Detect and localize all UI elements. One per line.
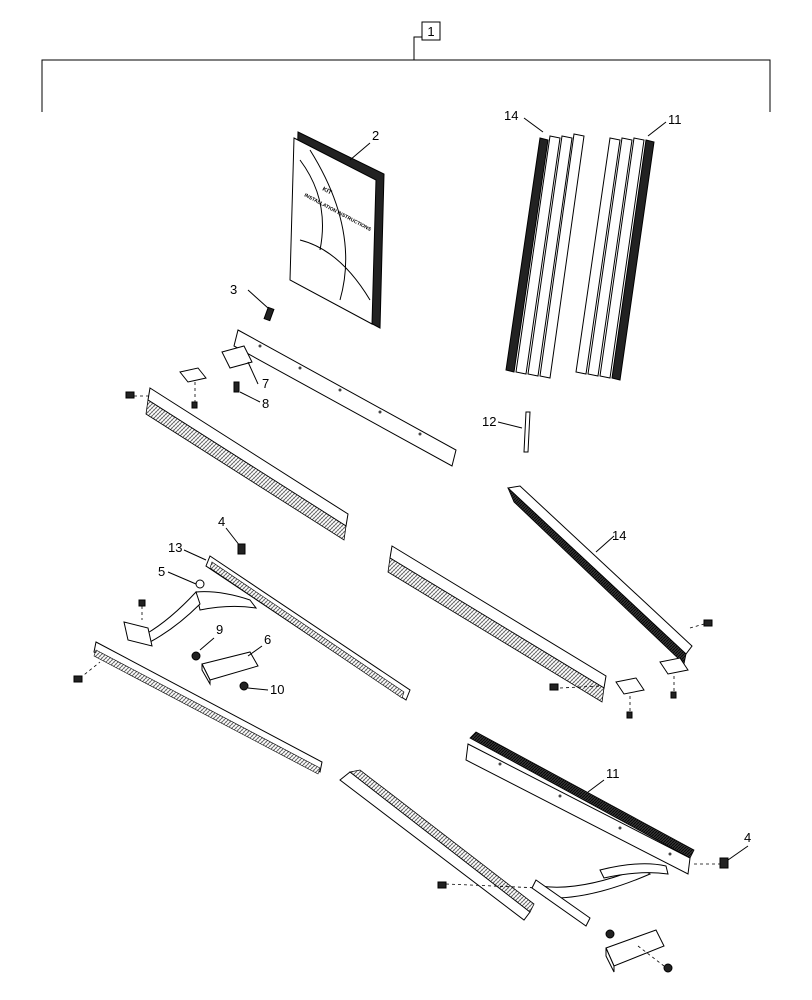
callout-14-right: 14	[612, 528, 626, 543]
callout-13: 13	[168, 540, 182, 555]
brush-strip-center	[387, 545, 645, 719]
callout-14-top: 14	[504, 108, 518, 123]
manual-title-line1: KIT	[321, 186, 333, 196]
callout-4-lower: 4	[744, 830, 751, 845]
bolt-3	[263, 306, 275, 322]
bracket-assembly-upper: 4 13 5	[123, 514, 411, 701]
brush-strip-left-upper	[125, 387, 349, 541]
brush-strip-lower-center	[339, 769, 541, 921]
bracket-assembly-lower: 4	[531, 830, 751, 973]
callout-7: 7	[262, 376, 269, 391]
callout-4-upper: 4	[218, 514, 225, 529]
callout-2: 2	[372, 128, 379, 143]
stacked-strips-group: 14 11	[504, 108, 682, 381]
instruction-manual: KIT INSTALLATION INSTRUCTIONS 2	[289, 128, 385, 329]
upper-strip-assembly: 3 7 8	[179, 282, 457, 467]
brush-strip-14-right: 14	[506, 485, 713, 699]
block-hardware: 6 9 10	[191, 622, 284, 697]
callout-10: 10	[270, 682, 284, 697]
callout-11-top: 11	[668, 112, 682, 127]
callout-1: 1	[427, 24, 434, 39]
callout-11-lower: 11	[606, 766, 620, 781]
pin-12: 12	[482, 411, 531, 453]
brush-strip-left-lower	[73, 641, 323, 775]
callout-9: 9	[216, 622, 223, 637]
strip-11-lower: 11	[465, 731, 695, 875]
callout-6: 6	[264, 632, 271, 647]
callout-box-1	[421, 21, 441, 41]
kit-bracket: 1	[41, 21, 771, 112]
callout-12: 12	[482, 414, 496, 429]
callout-5: 5	[158, 564, 165, 579]
callout-3: 3	[230, 282, 237, 297]
callout-8: 8	[262, 396, 269, 411]
